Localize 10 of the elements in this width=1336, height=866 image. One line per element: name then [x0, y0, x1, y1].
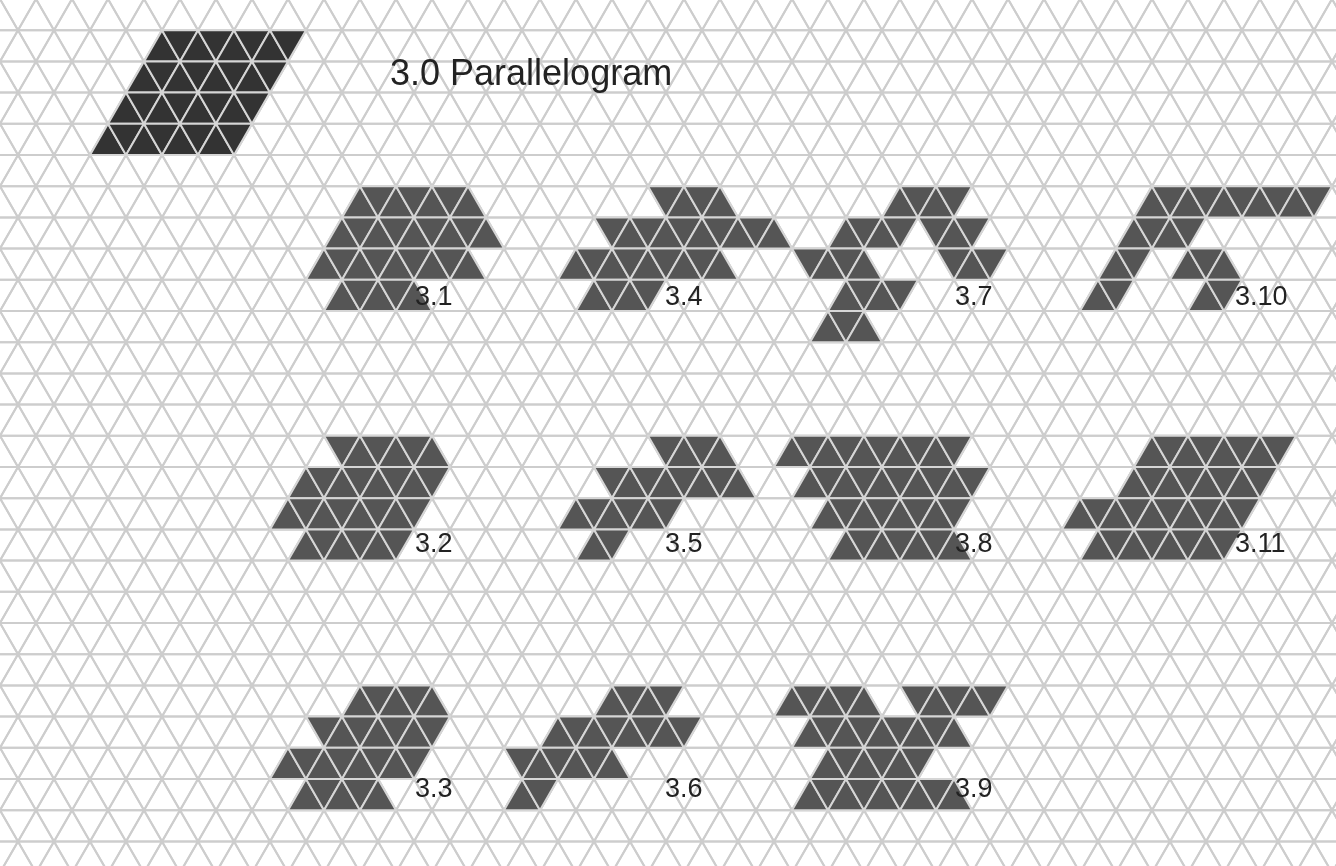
figure-number: 3.9 [955, 775, 993, 802]
figure-number: 3.3 [415, 775, 453, 802]
figure-number: 3.4 [665, 283, 703, 310]
figure-number: 3.11 [1235, 530, 1286, 557]
figure-number: 3.6 [665, 775, 703, 802]
figure-number: 3.10 [1235, 283, 1288, 310]
figure-number: 3.2 [415, 530, 453, 557]
figure-number: 3.7 [955, 283, 993, 310]
heading: 3.0 Parallelogram [390, 55, 673, 91]
figure-number: 3.5 [665, 530, 703, 557]
